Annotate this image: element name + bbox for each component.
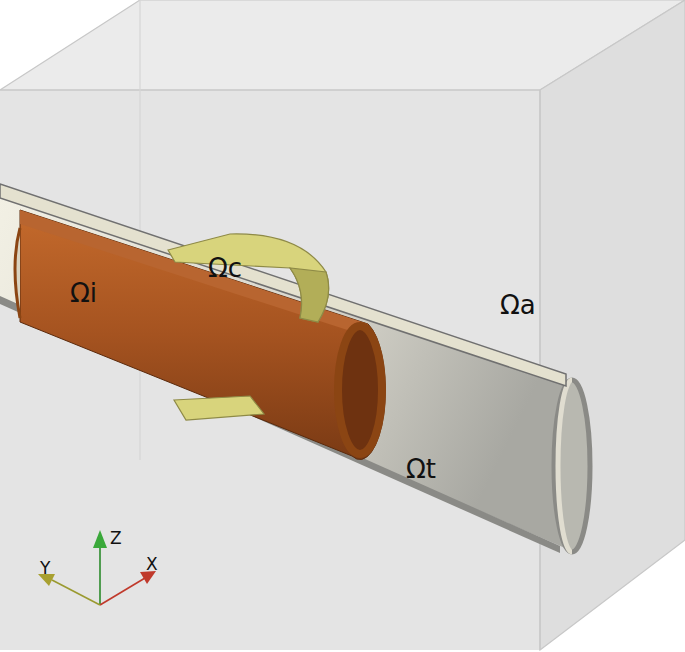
tube	[0, 184, 590, 553]
axis-label: Z	[110, 530, 122, 547]
axes	[38, 530, 156, 605]
axis-label: X	[146, 556, 158, 573]
region-label: Ωc	[208, 255, 242, 281]
region-label: Ωi	[70, 280, 97, 306]
region-label: Ωa	[500, 292, 536, 318]
axis-label: Y	[40, 560, 50, 577]
inner-tube	[15, 210, 385, 460]
coil	[168, 234, 329, 420]
region-label: Ωt	[406, 456, 436, 482]
